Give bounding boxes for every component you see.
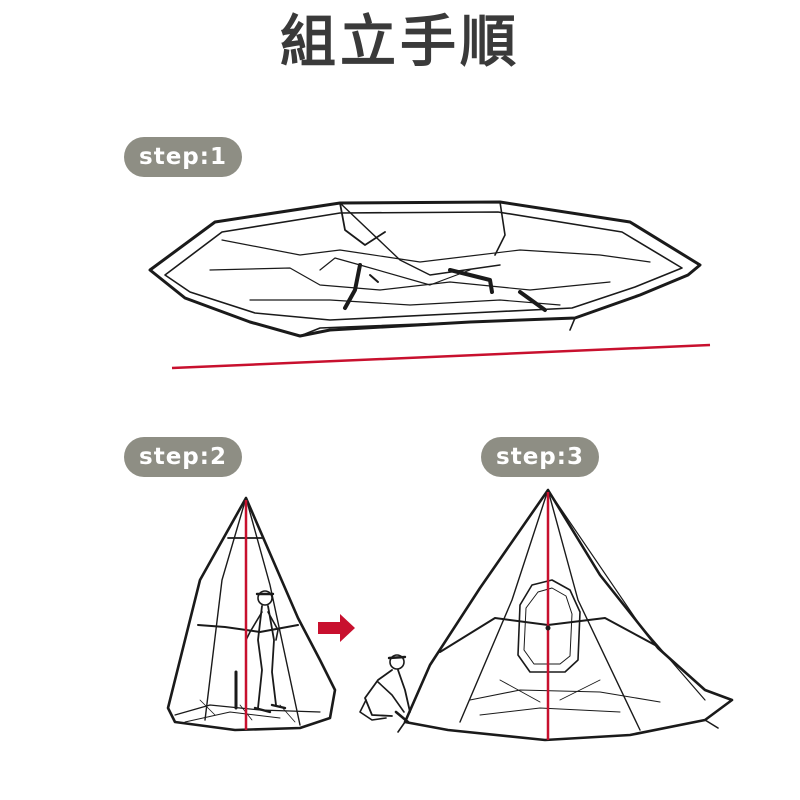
step-1-badge: step:1 — [124, 137, 242, 177]
step-2-lifting-tent — [166, 496, 337, 732]
arrow-right-icon — [318, 614, 355, 642]
step-3-badge: step:3 — [481, 437, 599, 477]
page-title: 組立手順 — [280, 10, 520, 75]
step-3-pole-joint — [545, 625, 551, 631]
ground-line — [171, 343, 711, 370]
step-2-badge: step:2 — [124, 437, 242, 477]
step-3-erected-tent — [359, 488, 734, 742]
step-1-flat-tent — [148, 200, 702, 338]
